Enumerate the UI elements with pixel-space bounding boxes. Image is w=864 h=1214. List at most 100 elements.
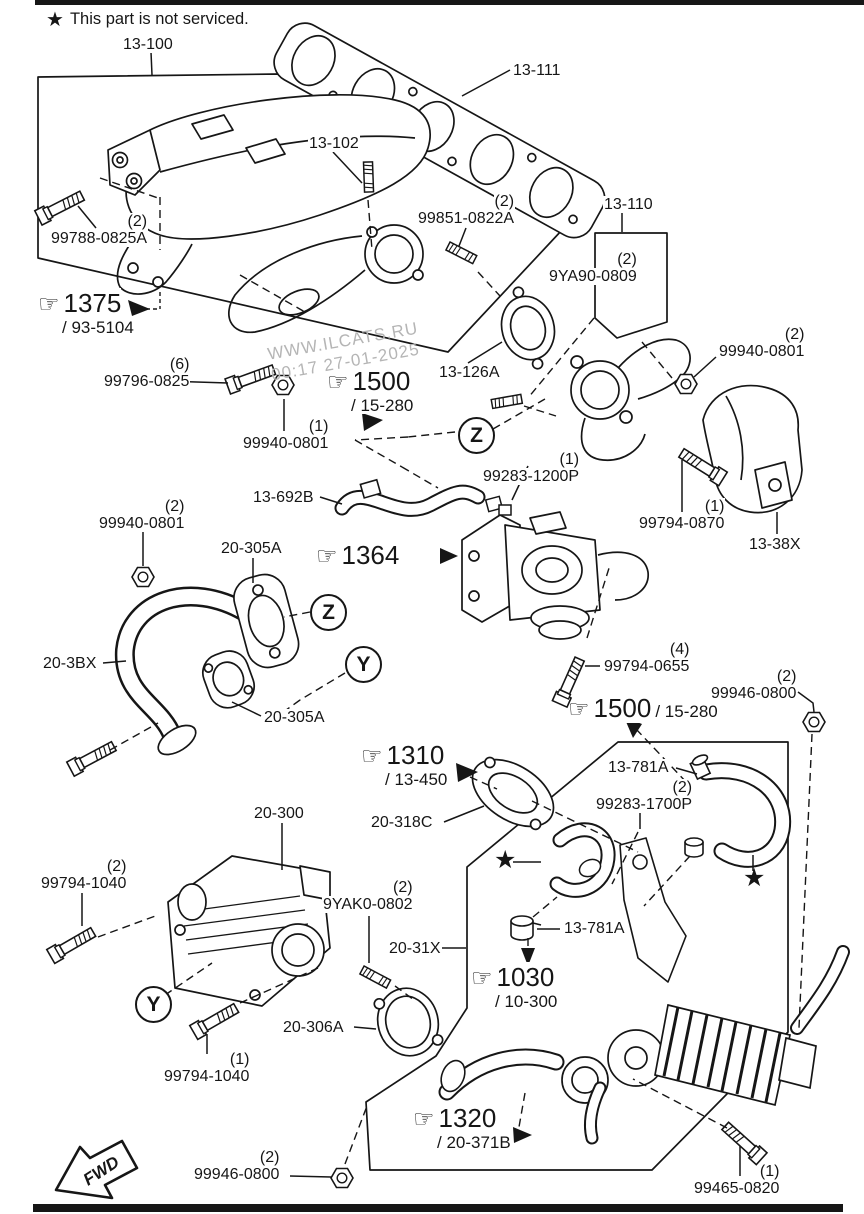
- fwd-arrow: FWD: [54, 1139, 139, 1200]
- not-serviced-note: ★ This part is not serviced.: [46, 7, 249, 32]
- box-13-110: [594, 232, 668, 339]
- box-c-hoses-and-cooler: [438, 754, 850, 1145]
- part-qty: (1): [307, 418, 330, 435]
- part-label: 20-306A: [282, 1019, 345, 1036]
- part-label: 20-305A: [220, 540, 283, 557]
- pointing-hand-icon: ☞: [568, 696, 590, 723]
- section-ref-row: ☞1375: [38, 288, 134, 320]
- section-ref: ☞1364: [316, 540, 400, 572]
- gasket-20-306a: [373, 987, 444, 1057]
- box-13-100: [37, 73, 563, 353]
- part-number: 99851-0822A: [417, 210, 516, 227]
- pointing-hand-icon: ☞: [471, 965, 493, 992]
- section-ref: ☞1310 / 13-450: [361, 740, 448, 788]
- section-number: 1500: [593, 693, 652, 723]
- part-13-110: [570, 338, 691, 461]
- part-number: 13-38X: [748, 536, 802, 553]
- detail-marker-circle: Z: [310, 594, 347, 631]
- nut-99940-0801-left: [131, 566, 155, 588]
- part-label: (2) 99946-0800: [193, 1149, 281, 1183]
- pointing-hand-icon: ☞: [316, 543, 338, 570]
- part-number: 99794-0870: [638, 515, 726, 532]
- part-number: 13-102: [308, 135, 360, 152]
- stud-9ya90-0809: [490, 393, 524, 410]
- section-ref: ☞1375 / 93-5104: [38, 288, 134, 337]
- part-label: 20-305A: [263, 709, 326, 726]
- part-qty: (2): [493, 193, 516, 210]
- bolt-99784-0820: [65, 738, 119, 777]
- not-serviced-star-icon: ★: [494, 846, 517, 874]
- part-label: 13-38X: [748, 536, 802, 553]
- part-label: (2) 99851-0822A: [417, 193, 516, 227]
- part-qty: (4): [668, 641, 691, 658]
- section-number: 1500: [352, 366, 411, 396]
- nut-99946-0800-bottom: [330, 1167, 354, 1189]
- section-ref: ☞1500/ 15-280: [568, 693, 718, 725]
- part-label: (1) 99465-0820: [693, 1163, 781, 1197]
- section-ref: ☞1500 / 15-280: [327, 366, 414, 414]
- part-label: 13-781A: [607, 759, 670, 776]
- part-number: 9YAK0-0802: [322, 896, 414, 913]
- part-number: 99794-0655: [603, 658, 691, 675]
- part-qty: (1): [703, 498, 726, 515]
- leader-lines: [77, 51, 815, 1178]
- box-20-31x: [365, 741, 789, 1171]
- part-number: 13-110: [603, 196, 654, 213]
- bolt-99465-0820: [719, 1119, 768, 1166]
- section-code: / 93-5104: [62, 318, 134, 337]
- bolt-99796-0825: [224, 361, 278, 395]
- part-number: 99946-0800: [710, 685, 798, 702]
- note-text: This part is not serviced.: [69, 10, 249, 28]
- part-label: (2) 99794-1040: [40, 858, 128, 892]
- section-number: 1310: [386, 740, 445, 770]
- part-label: 20-300: [253, 805, 305, 822]
- part-label: 20-318C: [370, 814, 434, 831]
- section-number: 1364: [341, 540, 400, 570]
- star-icon: ★: [46, 9, 64, 31]
- part-number: 99940-0801: [242, 435, 330, 452]
- hose-13-692b: [334, 478, 486, 517]
- part-number: 13-781A: [607, 759, 670, 776]
- part-number: 99940-0801: [98, 515, 186, 532]
- not-serviced-star-icon: ★: [743, 864, 766, 892]
- pipe-20-3bx: [114, 586, 255, 756]
- egr-cooler-20-300: [167, 855, 331, 1007]
- part-label: 13-126A: [438, 364, 501, 381]
- part-qty: (1): [758, 1163, 781, 1180]
- section-number: 1320: [438, 1103, 497, 1133]
- part-qty: (1): [558, 451, 581, 468]
- section-code: / 10-300: [495, 992, 558, 1011]
- part-number: 99796-0825: [103, 373, 191, 390]
- nut-99940-0801-right: [674, 373, 698, 395]
- part-number: 20-318C: [370, 814, 434, 831]
- part-number: 13-100: [122, 36, 174, 53]
- part-number: 99283-1200P: [482, 468, 581, 485]
- part-label: 13-781A: [563, 920, 626, 937]
- part-qty: (2): [163, 498, 186, 515]
- part-label: (2) 99283-1700P: [595, 779, 694, 813]
- part-number: 99940-0801: [718, 343, 806, 360]
- part-label: 13-102: [308, 135, 360, 152]
- detail-marker-circle: Y: [345, 646, 382, 683]
- part-label: 20-31X: [388, 940, 442, 957]
- section-ref: ☞1320 / 20-371B: [413, 1103, 511, 1152]
- stud-13-102: [362, 161, 375, 193]
- part-label: (2) 99940-0801: [718, 326, 806, 360]
- part-label: (1) 99940-0801: [242, 418, 330, 452]
- part-qty: (2): [258, 1149, 281, 1166]
- part-number: 13-781A: [563, 920, 626, 937]
- section-code: / 20-371B: [437, 1133, 511, 1152]
- section-ref-row: ☞1364: [316, 540, 400, 572]
- section-ref-row: ☞1500/ 15-280: [568, 693, 718, 725]
- part-label: (1) 99794-0870: [638, 498, 726, 532]
- part-qty: (2): [105, 858, 128, 875]
- gasket-20-305a-upper: [233, 573, 300, 669]
- gasket-13-126a: [500, 286, 556, 370]
- egr-valve-assembly: [461, 511, 649, 640]
- part-number: 99794-1040: [163, 1068, 251, 1085]
- section-ref-row: ☞1310: [361, 740, 447, 772]
- part-label: 13-111: [512, 62, 562, 79]
- part-number: 20-305A: [263, 709, 326, 726]
- part-number: 20-31X: [388, 940, 442, 957]
